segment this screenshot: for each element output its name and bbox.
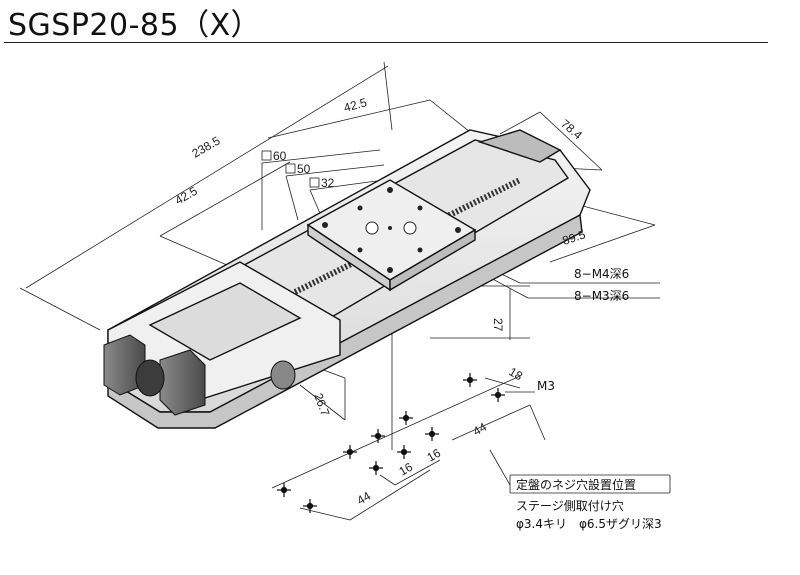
dim-hole-16a: 16 (397, 460, 416, 479)
note-line-1: ステージ側取付け穴 (516, 498, 624, 513)
title-rule (4, 42, 768, 43)
mounting-holes (277, 373, 505, 513)
dim-stage-offset-left: 42.5 (173, 184, 201, 208)
table-holes (322, 187, 461, 273)
dim-stage-offset-top: 42.5 (342, 95, 368, 115)
dim-hole-44a: 44 (355, 489, 374, 508)
dim-hole-18: 18 (507, 364, 526, 383)
square-symbol-60 (261, 150, 272, 161)
square-symbol-32 (309, 177, 320, 188)
note-box (509, 474, 671, 494)
square-symbol-50 (285, 163, 296, 174)
dim-knob: 26.7 (311, 391, 332, 418)
note-box-text: 定盤のネジ穴設置位置 (516, 477, 636, 492)
callout-m3: 8−M3深6 (574, 289, 629, 303)
callout-m3-small: M3 (537, 379, 555, 393)
dim-hole-44b: 44 (471, 420, 490, 439)
dim-height: 27 (491, 318, 505, 332)
dim-table-32: 32 (321, 176, 335, 190)
dim-width: 78.4 (558, 117, 585, 143)
dim-depth: 89.5 (561, 227, 588, 248)
dim-table-60: 60 (273, 149, 287, 163)
dim-table-50: 50 (297, 162, 311, 176)
stage-body (103, 129, 591, 429)
page-title: SGSP20-85（X） (8, 8, 262, 43)
dim-hole-16b: 16 (425, 446, 444, 465)
callout-m4: 8−M4深6 (574, 267, 629, 281)
note-line-2: φ3.4キリ φ6.5ザグリ深3 (516, 517, 662, 531)
dim-total-length: 238.5 (190, 133, 223, 160)
